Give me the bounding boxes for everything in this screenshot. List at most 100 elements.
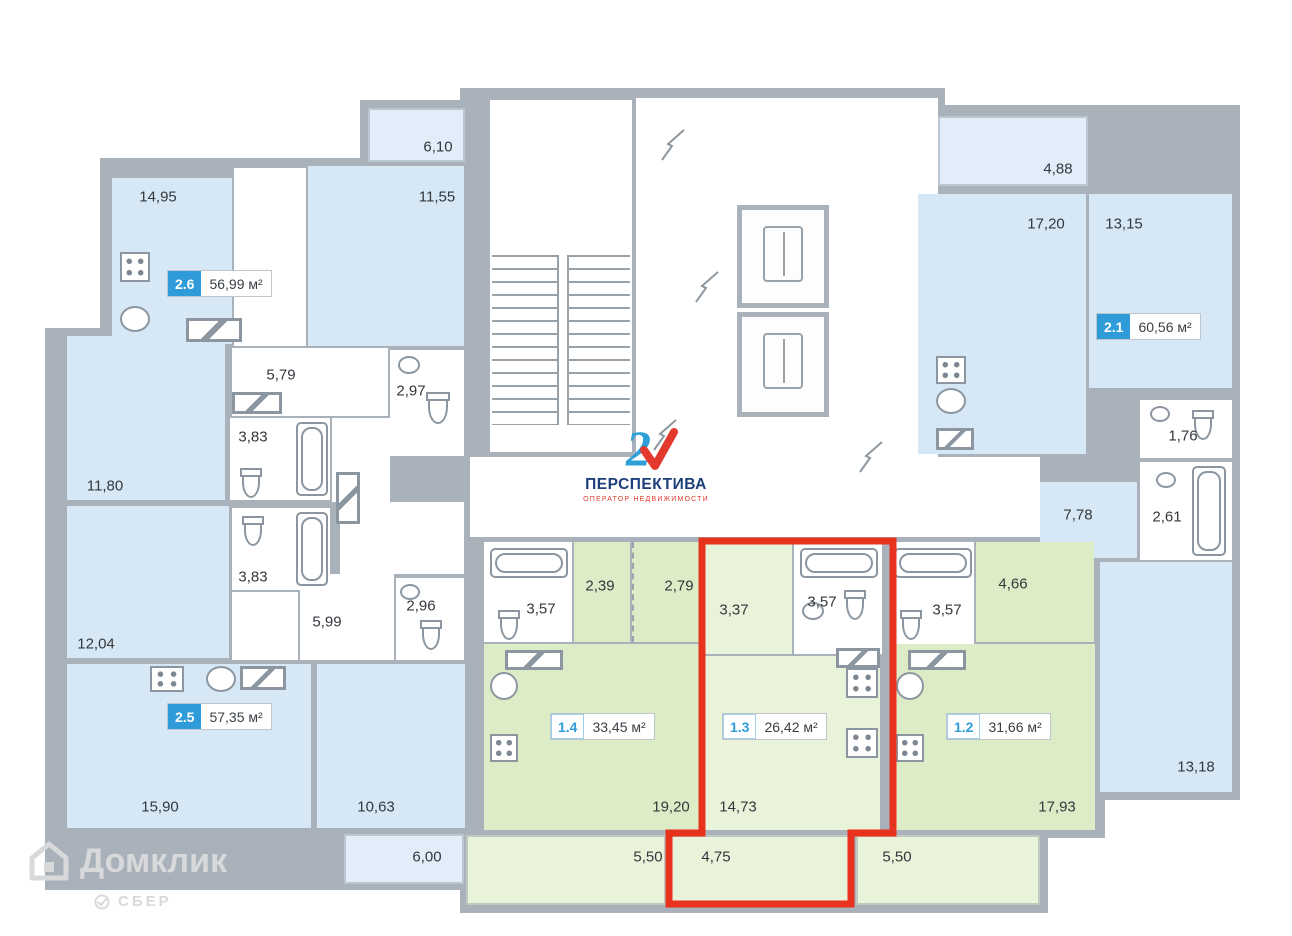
dimension-label: 13,15 — [1105, 215, 1143, 233]
toilet-icon — [420, 620, 442, 650]
toilet-icon — [844, 590, 866, 620]
svg-text:2: 2 — [625, 420, 651, 474]
bathtub-icon — [296, 422, 328, 496]
vent-shaft-icon — [240, 666, 286, 690]
apartment-area: 33,45 м² — [592, 718, 646, 735]
toilet-icon — [498, 610, 520, 640]
apartment-number: 1.2 — [947, 714, 981, 739]
apartment-badge-2-5[interactable]: 2.5 57,35 м² — [168, 704, 271, 729]
dimension-label: 2,79 — [664, 577, 694, 595]
balcony-1-2 — [856, 835, 1040, 905]
hall-1-2 — [976, 542, 1094, 642]
dimension-label: 1,76 — [1168, 427, 1198, 445]
stove-icon — [896, 734, 924, 762]
stove-icon — [936, 356, 966, 384]
dimension-label: 14,95 — [139, 188, 177, 206]
dimension-label: 6,00 — [412, 848, 442, 866]
house-icon — [29, 841, 69, 881]
apartment-badge-2-1[interactable]: 2.1 60,56 м² — [1097, 314, 1200, 339]
dimension-label: 5,50 — [882, 848, 912, 866]
dimension-label: 14,73 — [719, 798, 757, 816]
vent-shaft-icon — [836, 648, 880, 668]
apartment-badge-1-2[interactable]: 1.2 31,66 м² — [947, 714, 1050, 739]
watermark-bank-text: СБЕР — [118, 893, 172, 910]
stove-icon — [490, 734, 518, 762]
stove-icon — [120, 252, 150, 282]
balcony-2-6 — [368, 108, 465, 162]
sink-icon — [1150, 406, 1170, 422]
toilet-icon — [900, 610, 922, 640]
apartment-badge-1-4[interactable]: 1.4 33,45 м² — [551, 714, 654, 739]
stove-icon — [150, 666, 184, 692]
apartment-area: 26,42 м² — [764, 718, 818, 735]
room-2-1-b[interactable] — [1100, 562, 1232, 792]
dimension-label: 11,55 — [418, 188, 456, 206]
balcony-1-3 — [668, 835, 850, 905]
room-2-1-a[interactable] — [1089, 194, 1232, 388]
wall-break-icon — [661, 129, 685, 161]
sink-icon — [936, 388, 966, 414]
dimension-label: 13,18 — [1177, 758, 1215, 776]
balcony-1-4 — [466, 835, 666, 905]
dimension-label: 4,75 — [701, 848, 731, 866]
apartment-badge-1-3[interactable]: 1.3 26,42 м² — [723, 714, 826, 739]
domclick-watermark: Домклик — [26, 838, 227, 884]
sink-icon — [400, 584, 420, 600]
wall-break-icon — [653, 419, 677, 451]
hall-1-4-a — [574, 542, 630, 642]
dimension-label: 4,88 — [1043, 160, 1073, 178]
vent-shaft-icon — [908, 650, 966, 670]
dimension-label: 2,97 — [396, 382, 426, 400]
vent-shaft-icon — [336, 472, 360, 524]
hall-2-5 — [300, 574, 394, 660]
sink-icon — [120, 306, 150, 332]
bathtub-icon — [1192, 466, 1226, 556]
apartment-number: 1.4 — [551, 714, 585, 739]
toilet-icon — [242, 516, 264, 546]
watermark-brand-text: Домклик — [80, 841, 228, 880]
bathtub-icon — [800, 548, 878, 578]
balcony-2-5 — [344, 834, 464, 884]
vent-shaft-icon — [505, 650, 563, 670]
corridor-main — [470, 457, 1040, 537]
dimension-label: 3,83 — [238, 428, 268, 446]
bathtub-icon — [296, 512, 328, 586]
apartment-area: 56,99 м² — [209, 275, 263, 292]
vent-shaft-icon — [186, 318, 242, 342]
dimension-label: 2,96 — [406, 597, 436, 615]
toilet-icon — [1192, 410, 1214, 440]
bathtub-icon — [894, 548, 972, 578]
room-2-5-c[interactable] — [67, 664, 311, 828]
sink-icon — [490, 672, 518, 700]
bathtub-icon — [490, 548, 568, 578]
elevator-icon — [763, 333, 803, 389]
room-2-6-living[interactable] — [308, 166, 464, 346]
dimension-label: 7,78 — [1063, 506, 1093, 524]
hall-1-3 — [704, 542, 792, 654]
dimension-label: 5,50 — [633, 848, 663, 866]
elevator-icon — [763, 226, 803, 282]
room-2-1-kitchen[interactable] — [918, 194, 1086, 454]
room-2-5-b[interactable] — [67, 506, 229, 658]
sber-logo: СБЕР — [94, 893, 172, 910]
apartment-number: 2.5 — [168, 704, 202, 729]
staircase — [492, 255, 630, 425]
hall-2-5-corridor — [340, 502, 464, 574]
perspektiva-logo-icon: 2 — [625, 420, 678, 474]
apartment-area: 31,66 м² — [988, 718, 1042, 735]
vent-shaft-icon — [936, 428, 974, 450]
dimension-label: 4,66 — [998, 575, 1028, 593]
sber-logo-icon — [94, 894, 110, 909]
toilet-icon — [426, 392, 450, 424]
room-2-5-d[interactable] — [317, 664, 465, 828]
hall-2-5-ext — [232, 592, 298, 660]
logo-tagline-text: ОПЕРАТОР НЕДВИЖИМОСТИ — [583, 496, 709, 503]
wall-break-icon — [695, 271, 719, 303]
dimension-label: 12,04 — [77, 635, 115, 653]
dimension-label: 3,83 — [238, 568, 268, 586]
apartment-badge-2-6[interactable]: 2.6 56,99 м² — [168, 271, 271, 296]
room-2-5-a[interactable] — [67, 336, 225, 500]
vent-shaft-icon — [232, 392, 282, 414]
apartment-area: 60,56 м² — [1138, 318, 1192, 335]
